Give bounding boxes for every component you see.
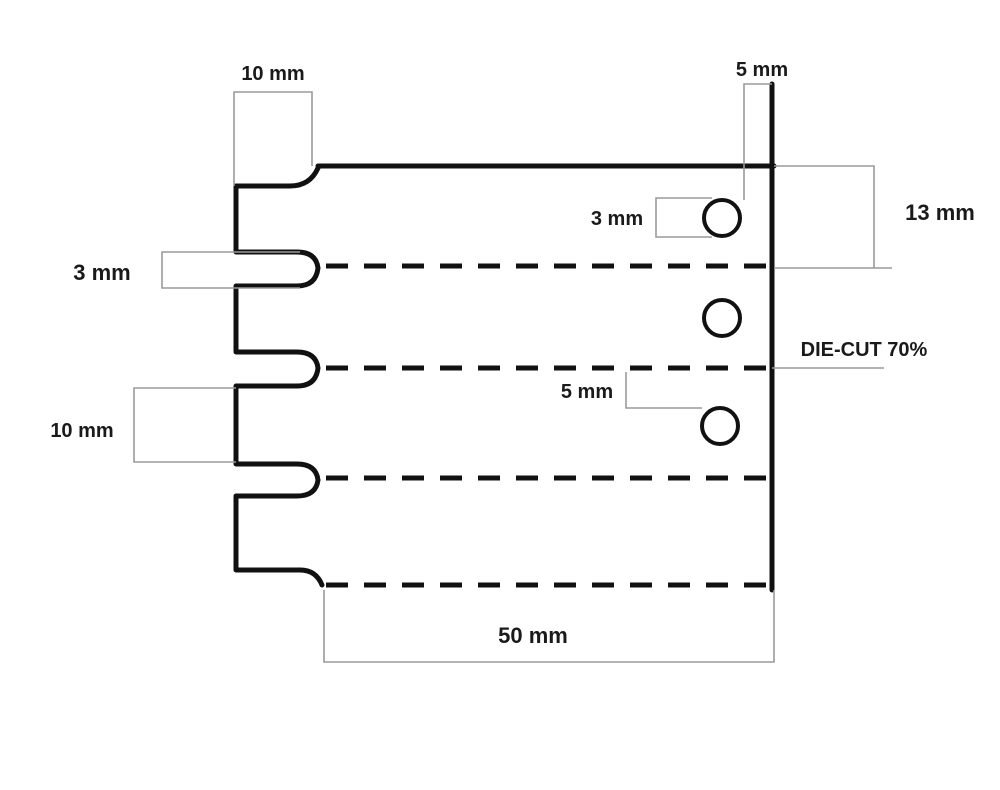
label-total-width: 50 mm: [498, 623, 568, 648]
dim-tab-height: [133, 387, 236, 463]
hole-3: [700, 406, 740, 446]
hole-2: [702, 298, 742, 338]
label-row-height: 13 mm: [905, 200, 975, 225]
dim-total-width: [323, 590, 775, 663]
label-top-tab-width: 10 mm: [241, 63, 304, 85]
dim-row-height: [774, 165, 875, 269]
label-hole-diameter: 3 mm: [591, 208, 643, 230]
label-die-cut: DIE-CUT 70%: [801, 339, 928, 361]
dim-slot-width: [161, 251, 300, 289]
dim-top-tab: [233, 91, 313, 186]
label-hole-offset: 5 mm: [561, 381, 613, 403]
label-slot-width: 3 mm: [73, 260, 130, 285]
hole-1: [702, 198, 742, 238]
dim-top-right: [743, 83, 772, 200]
sheet-outline: [233, 165, 325, 588]
label-tab-height: 10 mm: [50, 420, 113, 442]
dim-hole-offset: [625, 372, 702, 409]
dim-hole-diameter: [655, 197, 712, 238]
label-top-right-offset: 5 mm: [736, 59, 788, 81]
